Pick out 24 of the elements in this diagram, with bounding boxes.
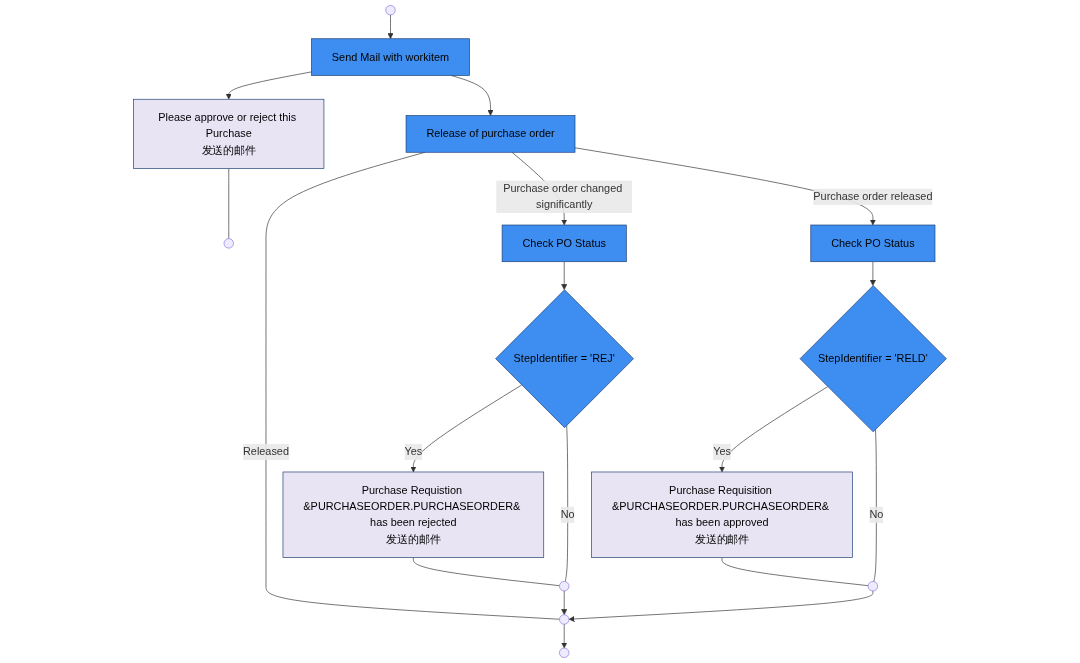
node-box: Purchase Requisition &PURCHASEORDER.PURCHASEORDER& has been approved 发送的邮件 bbox=[591, 471, 853, 558]
node-diamond: StepIdentifier = 'RELD' bbox=[799, 285, 947, 433]
node-box: Release of purchase order bbox=[405, 115, 576, 153]
node-box: Check PO Status bbox=[810, 224, 936, 263]
connector bbox=[265, 151, 560, 620]
edge-label: Yes bbox=[404, 445, 423, 458]
node-circle bbox=[559, 614, 570, 625]
node-box: Send Mail with workitem bbox=[311, 38, 470, 76]
node-circle bbox=[867, 581, 878, 592]
node-box: Please approve or reject this Purchase 发送的邮件 bbox=[133, 98, 325, 169]
node-circle bbox=[559, 581, 570, 592]
edge-label: Released bbox=[243, 445, 289, 458]
connector bbox=[721, 557, 869, 586]
edge-label: No bbox=[560, 508, 575, 521]
node-diamond: StepIdentifier = 'REJ' bbox=[495, 289, 634, 428]
edge-label: Purchase order released bbox=[813, 190, 933, 203]
edge-label: Yes bbox=[713, 445, 731, 458]
node-box: Check PO Status bbox=[501, 224, 627, 263]
connector bbox=[413, 557, 560, 586]
edge-label: Purchase order changed significantly bbox=[503, 182, 623, 211]
edge-label: No bbox=[869, 508, 884, 521]
connector bbox=[873, 428, 877, 582]
node-box: Purchase Requistion &PURCHASEORDER.PURCHASEORDER& has been rejected 发送的邮件 bbox=[282, 471, 545, 558]
connector bbox=[564, 424, 569, 582]
